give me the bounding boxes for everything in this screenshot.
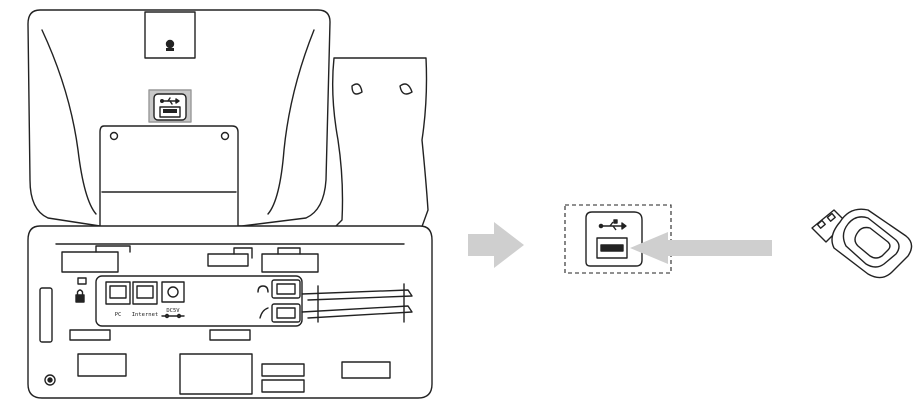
handset-port xyxy=(259,303,301,323)
power-port-label: DC5V xyxy=(166,308,180,314)
usb-port-detail xyxy=(564,204,672,274)
usb-symbol-icon xyxy=(159,97,180,105)
phone-base: PC Internet DC5V xyxy=(27,225,433,399)
usb-symbol-icon xyxy=(598,219,627,231)
cable-channels xyxy=(301,283,413,323)
insertion-arrow xyxy=(630,232,772,264)
internet-port: Internet xyxy=(132,281,159,318)
camera-icon xyxy=(165,39,175,51)
pc-port-label: PC xyxy=(115,312,122,318)
pc-port: PC xyxy=(105,281,131,318)
internet-port-label: Internet xyxy=(132,312,159,318)
headset-icon xyxy=(257,285,269,293)
lock-icon xyxy=(75,289,85,303)
display-stand xyxy=(99,125,239,231)
headset-port xyxy=(257,279,301,299)
handset-icon xyxy=(259,307,269,319)
direction-arrow xyxy=(468,222,524,268)
usb-dongle-icon xyxy=(811,208,913,279)
power-port: DC5V xyxy=(161,281,185,319)
usb-dongle xyxy=(811,208,913,279)
usb-port-highlight xyxy=(148,89,192,123)
camera-module xyxy=(144,11,196,59)
